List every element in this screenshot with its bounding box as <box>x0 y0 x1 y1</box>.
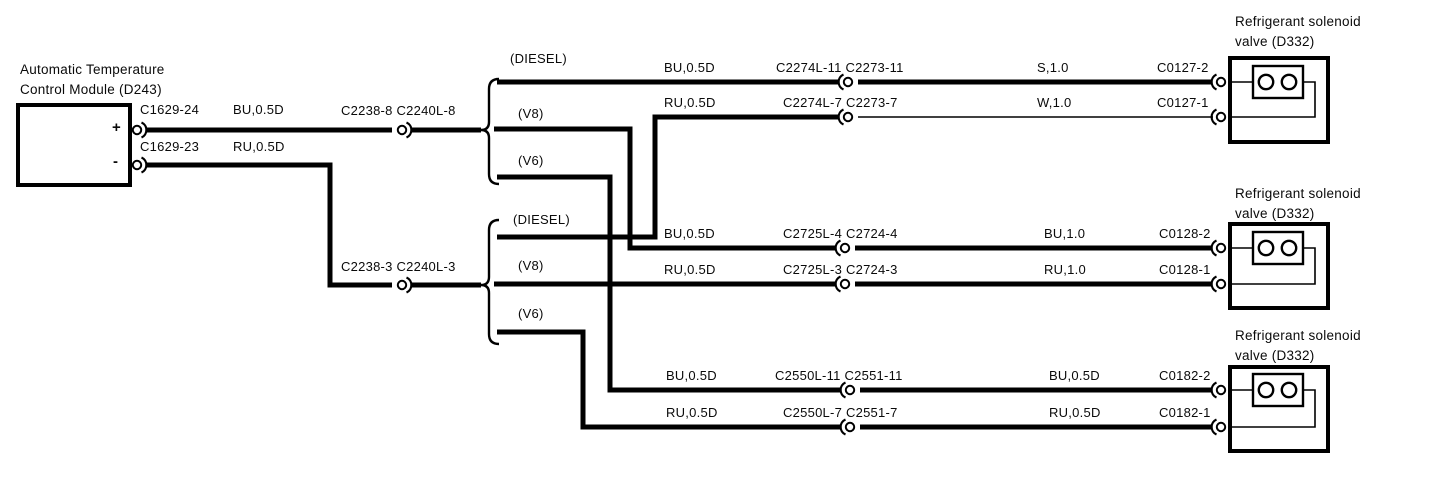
module-minus-sign: - <box>113 153 119 170</box>
module-box <box>16 103 132 187</box>
module-pin-top-wire-label: BU,0.5D <box>233 102 284 117</box>
splice-top-label: C2238-8 C2240L-8 <box>341 103 456 118</box>
row1-pin-label: C0127-2 <box>1157 60 1209 75</box>
branch-top-v6-label: (V6) <box>518 153 544 168</box>
row6-wire-right-label: RU,0.5D <box>1049 405 1101 420</box>
row4-connector-label: C2725L-3 C2724-3 <box>783 262 898 277</box>
wire-top-v8-to-row3 <box>494 126 835 251</box>
row1-wire-right-label: S,1.0 <box>1037 60 1069 75</box>
row1-wire-left-label: BU,0.5D <box>664 60 715 75</box>
source-connector-symbols <box>131 121 413 294</box>
branch-bottom-v6-label: (V6) <box>518 306 544 321</box>
wire-mid-diesel-to-row2 <box>497 114 838 240</box>
module-pin-bottom-wire-label: RU,0.5D <box>233 139 285 154</box>
row5-connector-icon <box>839 381 856 399</box>
branch-top-v8-label: (V8) <box>518 106 544 121</box>
branch-bottom-diesel-label: (DIESEL) <box>513 212 570 227</box>
row2-connector-icon <box>837 108 854 126</box>
row2-connector-label: C2274L-7 C2273-7 <box>783 95 898 110</box>
row3-wire-right-label: BU,1.0 <box>1044 226 1086 241</box>
module-pin-minus-icon <box>131 156 148 174</box>
valve2-pin2-icon <box>1210 239 1227 257</box>
row2-wire-left-label: RU,0.5D <box>664 95 716 110</box>
row1-connector-label: C2274L-11 C2273-11 <box>776 60 904 75</box>
valve-1-internal-wire <box>1230 81 1316 118</box>
row5-wire-right-label: BU,0.5D <box>1049 368 1100 383</box>
valve-2-title-line1: Refrigerant solenoid <box>1235 186 1361 201</box>
valve2-pin1-icon <box>1210 275 1227 293</box>
row4-connector-icon <box>834 275 851 293</box>
branch-top-diesel-label: (DIESEL) <box>510 51 567 66</box>
row6-wire-left-label: RU,0.5D <box>666 405 718 420</box>
row4-pin-label: C0128-1 <box>1159 262 1211 277</box>
brace-bottom <box>480 218 500 346</box>
valve-3-title-line1: Refrigerant solenoid <box>1235 328 1361 343</box>
valve-box-1 <box>1228 56 1330 144</box>
row5-connector-label: C2550L-11 C2551-11 <box>775 368 903 383</box>
module-title-line2: Control Module (D243) <box>20 82 162 97</box>
valve-3-internal-wire <box>1230 389 1316 428</box>
module-pin-plus-icon <box>131 121 148 139</box>
row2-pin-label: C0127-1 <box>1157 95 1209 110</box>
module-pin-bottom-connector-label: C1629-23 <box>140 139 200 154</box>
valve-1-title-line1: Refrigerant solenoid <box>1235 14 1361 29</box>
valve3-pin2-icon <box>1210 381 1227 399</box>
splice-bottom-icon <box>396 276 413 294</box>
valve-box-3 <box>1228 365 1330 453</box>
branch-bottom-v8-label: (V8) <box>518 258 544 273</box>
module-plus-sign: + <box>112 119 122 136</box>
splice-bottom-label: C2238-3 C2240L-3 <box>341 259 456 274</box>
row4-wire-left-label: RU,0.5D <box>664 262 716 277</box>
valve-1-title-line2: valve (D332) <box>1235 34 1315 49</box>
wire-module-minus <box>146 162 392 288</box>
row4-wire-right-label: RU,1.0 <box>1044 262 1086 277</box>
row3-connector-icon <box>834 239 851 257</box>
valve-2-title-line2: valve (D332) <box>1235 206 1315 221</box>
splice-top-icon <box>396 121 413 139</box>
valve-3-title-line2: valve (D332) <box>1235 348 1315 363</box>
valve3-pin1-icon <box>1210 418 1227 436</box>
row5-pin-label: C0182-2 <box>1159 368 1211 383</box>
row2-wire-right-label: W,1.0 <box>1037 95 1072 110</box>
harness-wires <box>146 79 1212 430</box>
wire-mid-v6-to-row6 <box>497 329 840 430</box>
valve1-pin1-icon <box>1210 108 1227 126</box>
row5-wire-left-label: BU,0.5D <box>666 368 717 383</box>
valve-box-2 <box>1228 222 1330 310</box>
valve-3-coil <box>1251 372 1305 408</box>
module-pin-top-connector-label: C1629-24 <box>140 102 200 117</box>
row1-connector-icon <box>837 73 854 91</box>
valve-pin-symbols <box>1210 73 1227 436</box>
row6-pin-label: C0182-1 <box>1159 405 1211 420</box>
row6-connector-icon <box>839 418 856 436</box>
valve-2-internal-wire <box>1230 247 1316 285</box>
row3-pin-label: C0128-2 <box>1159 226 1211 241</box>
row3-wire-left-label: BU,0.5D <box>664 226 715 241</box>
brace-top <box>480 77 500 186</box>
row6-connector-label: C2550L-7 C2551-7 <box>783 405 898 420</box>
inline-connector-symbols <box>834 73 856 436</box>
module-title-line1: Automatic Temperature <box>20 62 165 77</box>
valve-2-coil <box>1251 230 1305 266</box>
valve-1-coil <box>1251 64 1305 100</box>
row3-connector-label: C2725L-4 C2724-4 <box>783 226 898 241</box>
valve1-pin2-icon <box>1210 73 1227 91</box>
